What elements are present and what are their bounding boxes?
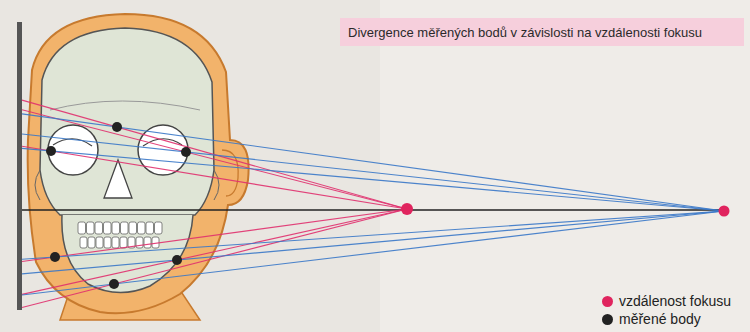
ray	[22, 211, 724, 295]
ray	[22, 134, 724, 211]
title: Divergence měřených bodů v závislosti na…	[348, 25, 702, 40]
legend: vzdálenost fokusu měřené body	[598, 290, 735, 330]
ray	[22, 148, 724, 211]
legend-label: měřené body	[619, 311, 701, 327]
measured-points	[46, 122, 191, 289]
far-focus	[719, 206, 730, 217]
ray	[22, 100, 407, 209]
measured-point	[50, 252, 60, 262]
page-left	[0, 0, 380, 332]
central-ray	[22, 209, 724, 210]
legend-swatch	[602, 296, 613, 307]
measured-point	[109, 279, 119, 289]
legend-row: vzdálenost fokusu	[602, 292, 731, 310]
title-band: Divergence měřených bodů v závislosti na…	[340, 18, 744, 46]
measured-point	[46, 146, 56, 156]
ray	[22, 209, 407, 308]
ray	[22, 114, 724, 211]
measured-point	[172, 255, 182, 265]
ray	[22, 209, 407, 262]
film-detector	[17, 22, 22, 310]
measured-point	[112, 122, 122, 132]
legend-row: měřené body	[602, 310, 731, 328]
legend-swatch	[602, 314, 613, 325]
head	[28, 14, 249, 320]
ray	[22, 211, 724, 259]
rays	[22, 100, 724, 307]
ray	[22, 211, 724, 274]
legend-label: vzdálenost fokusu	[619, 293, 731, 309]
near-focus	[401, 203, 413, 215]
measured-point	[181, 147, 191, 157]
ray	[22, 209, 407, 294]
